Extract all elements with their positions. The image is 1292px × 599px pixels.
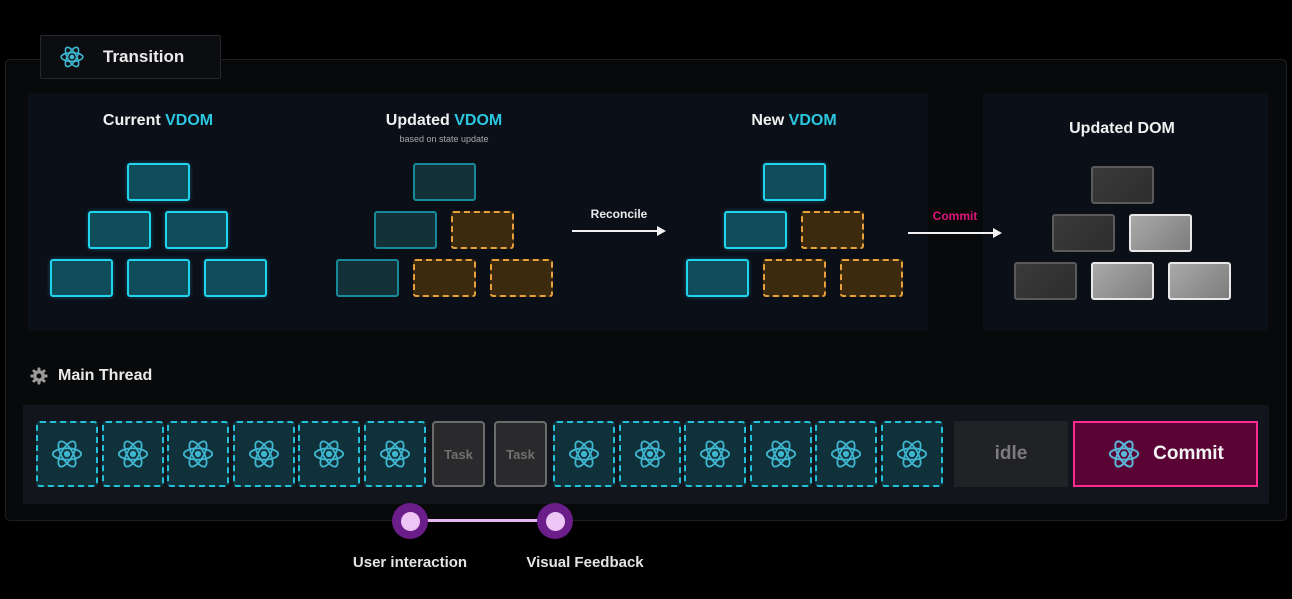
react-work-slot — [618, 421, 681, 487]
task-slot: Task — [494, 421, 547, 487]
react-work-slot — [298, 421, 360, 487]
dom-tree-node — [1013, 262, 1077, 300]
current-tree-node — [126, 259, 190, 297]
stage-title-updated: Updated VDOM — [385, 112, 503, 129]
new-tree-node — [839, 259, 903, 297]
marker-dot — [400, 511, 420, 531]
dom-tree-node — [1090, 166, 1154, 204]
user-interaction-marker[interactable] — [392, 503, 428, 539]
tab-transition[interactable]: Transition — [40, 35, 221, 79]
react-atom-icon — [60, 46, 84, 68]
react-atom-icon — [896, 440, 927, 468]
react-work-slot — [167, 421, 229, 487]
reconcile-arrow-head — [657, 226, 666, 236]
dom-tree-node — [1167, 262, 1231, 300]
task-slot: Task — [432, 421, 485, 487]
dom-tree-node — [1129, 214, 1192, 252]
react-atom-icon — [379, 440, 410, 468]
react-atom-icon — [634, 440, 665, 468]
react-atom-icon — [313, 440, 345, 468]
react-atom-icon — [830, 440, 862, 468]
current-tree-node — [126, 163, 190, 201]
visual-feedback-label: Visual Feedback — [526, 554, 644, 571]
react-atom-icon — [117, 440, 148, 468]
reconcile-label: Reconcile — [590, 207, 648, 221]
commit-arrow-head — [993, 228, 1002, 238]
idle-block: idle — [954, 421, 1068, 487]
react-atom-icon — [182, 440, 214, 468]
react-atom-icon — [248, 440, 279, 468]
visual-feedback-marker[interactable] — [537, 503, 573, 539]
react-work-slot — [880, 421, 943, 487]
react-work-slot — [101, 421, 164, 487]
commit-block[interactable]: Commit — [1073, 421, 1258, 487]
updated-tree-node — [489, 259, 553, 297]
marker-dot — [545, 511, 565, 531]
updated-tree-node — [412, 259, 476, 297]
current-tree-node — [165, 211, 228, 249]
react-work-slot — [749, 421, 812, 487]
react-work-slot — [232, 421, 295, 487]
new-tree-node — [801, 211, 864, 249]
react-atom-icon — [1108, 440, 1140, 468]
stage-title-current: Current VDOM — [102, 112, 214, 129]
react-atom-icon — [699, 440, 731, 468]
dom-tree-node — [1052, 214, 1115, 252]
task-label: Task — [506, 446, 535, 462]
main-thread-label: Main Thread — [58, 367, 153, 384]
react-atom-icon — [51, 440, 83, 468]
reconcile-arrow-line — [572, 230, 658, 232]
interaction-timeline-line — [410, 519, 556, 522]
updated-tree-node — [412, 163, 476, 201]
react-work-slot — [815, 421, 877, 487]
current-tree-node — [49, 259, 113, 297]
commit-label: Commit — [932, 209, 978, 223]
commit-arrow-line — [908, 232, 994, 234]
main-thread-header: Main Thread — [30, 367, 152, 385]
react-atom-icon — [568, 440, 600, 468]
current-tree-node — [203, 259, 267, 297]
new-tree-node — [762, 259, 826, 297]
stage-title-dom: Updated DOM — [1069, 120, 1175, 137]
react-work-slot — [363, 421, 426, 487]
new-tree-node — [724, 211, 787, 249]
react-work-slot — [553, 421, 615, 487]
commit-block-label: Commit — [1153, 443, 1224, 464]
gear-icon — [30, 367, 48, 385]
new-tree-node — [685, 259, 749, 297]
idle-label: idle — [994, 443, 1028, 464]
stage-title-new: New VDOM — [751, 112, 837, 129]
react-work-slot — [684, 421, 746, 487]
stage-subtitle-updated: based on state update — [399, 134, 489, 144]
updated-tree-node — [335, 259, 399, 297]
react-atom-icon — [765, 440, 796, 468]
task-label: Task — [444, 446, 473, 462]
current-tree-node — [88, 211, 151, 249]
new-tree-node — [762, 163, 826, 201]
dom-tree-node — [1090, 262, 1154, 300]
updated-tree-node — [374, 211, 437, 249]
tab-label: Transition — [103, 47, 185, 66]
updated-tree-node — [451, 211, 514, 249]
user-interaction-label: User interaction — [352, 554, 468, 571]
react-work-slot — [36, 421, 98, 487]
